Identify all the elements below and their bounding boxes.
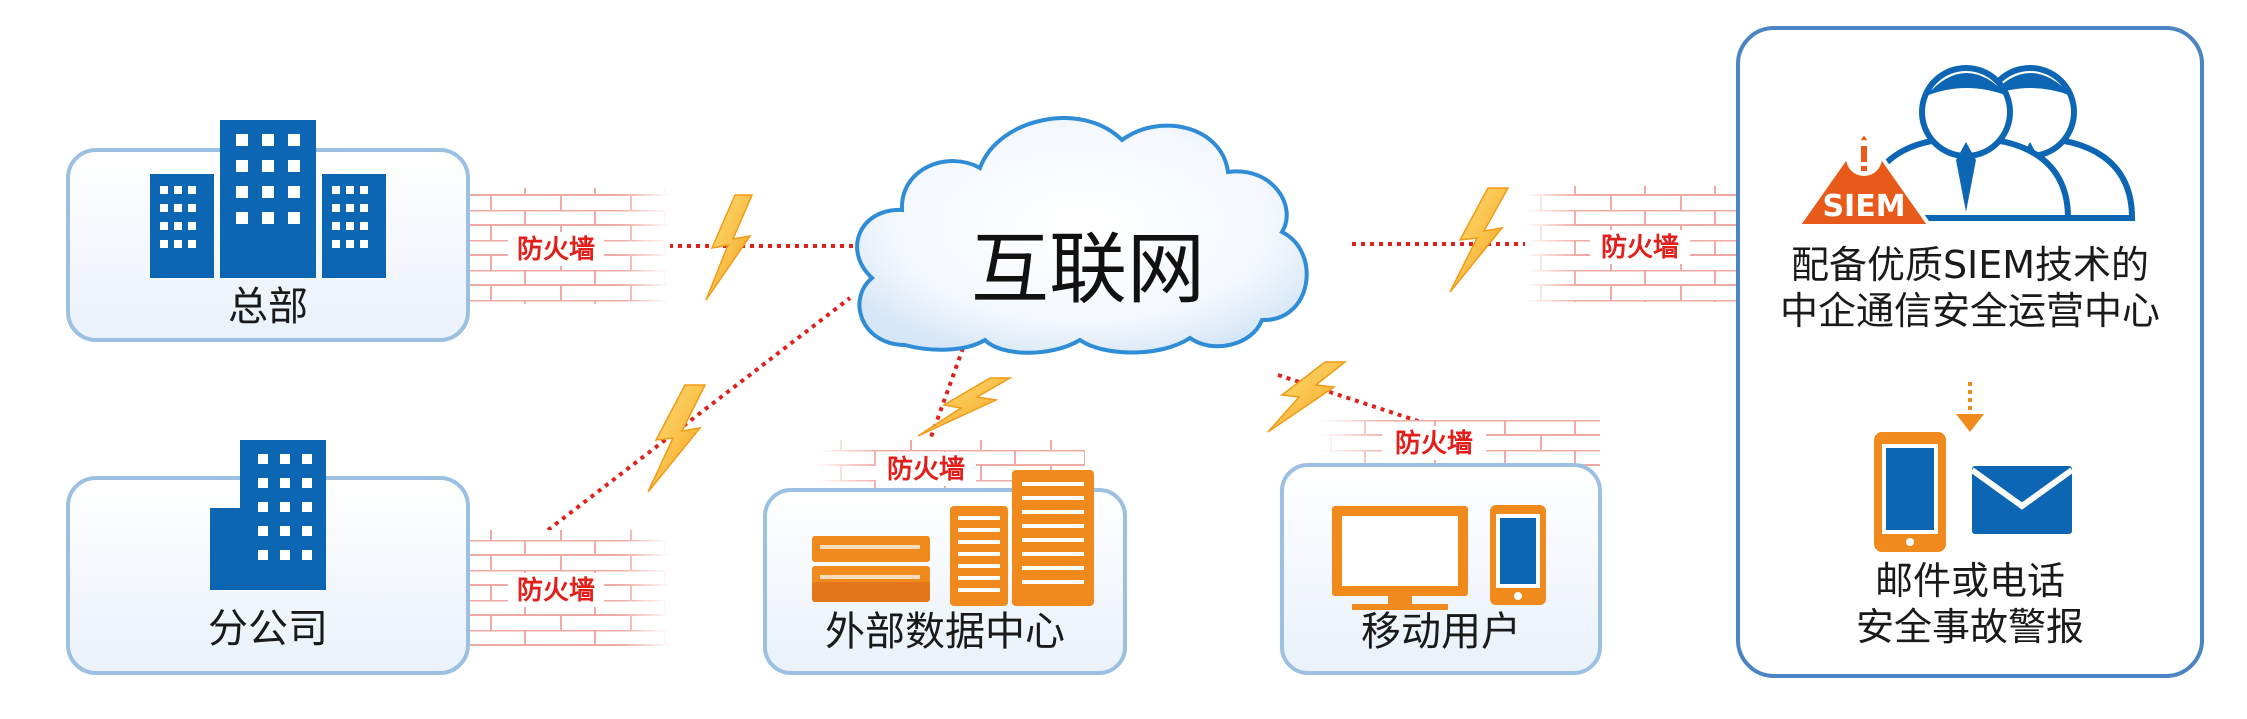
monitor-icon — [1332, 506, 1468, 610]
firewall-datacenter-label: 防火墙 — [887, 455, 965, 485]
datacenter-node[interactable]: 外部数据中心 — [763, 470, 1127, 675]
security-analysts-icon — [1862, 65, 2136, 221]
firewall-hq-label: 防火墙 — [517, 235, 595, 265]
siem-warning-icon: SIEM — [1796, 130, 1932, 228]
hq-label: 总部 — [228, 284, 308, 330]
link-branch — [546, 296, 852, 532]
hq-node[interactable]: 总部 — [66, 120, 470, 342]
firewall-mobile-label: 防火墙 — [1395, 429, 1473, 459]
branch-node[interactable]: 分公司 — [66, 440, 470, 675]
soc-title-line1: 配备优质SIEM技术的 — [1791, 243, 2149, 287]
branch-label: 分公司 — [208, 606, 328, 652]
firewall-soc: 防火墙 — [1525, 186, 1740, 302]
siem-badge-label: SIEM — [1822, 189, 1905, 224]
phone-alert-icon — [1874, 432, 1946, 552]
server-rack-icon — [812, 470, 1094, 606]
firewall-branch: 防火墙 — [470, 530, 670, 646]
datacenter-label: 外部数据中心 — [825, 609, 1065, 655]
smartphone-icon — [1490, 505, 1546, 605]
lightning-icon-soc — [1449, 187, 1510, 293]
alert-line1: 邮件或电话 — [1875, 559, 2065, 603]
lightning-icons — [647, 187, 1510, 493]
email-alert-icon — [1970, 466, 2074, 534]
alert-arrow-icon — [1956, 382, 1984, 432]
lightning-icon-hq — [705, 194, 754, 301]
buildings-icon — [150, 120, 386, 278]
lightning-icon-datacenter — [917, 377, 1013, 437]
internet-cloud[interactable]: 互联网 — [855, 116, 1309, 355]
soc-title-line2: 中企通信安全运营中心 — [1780, 289, 2160, 333]
internet-label: 互联网 — [971, 225, 1205, 315]
lightning-icon-branch — [647, 384, 707, 493]
lightning-icon-mobile — [1267, 361, 1348, 433]
firewall-soc-label: 防火墙 — [1601, 233, 1679, 263]
firewall-mobile: 防火墙 — [1320, 420, 1600, 468]
soc-panel[interactable]: SIEM 配备优质SIEM技术的 中企通信安全运营中心 邮件或电话 安全事故警报 — [1736, 26, 2204, 678]
office-building-icon — [210, 440, 326, 590]
alert-line2: 安全事故警报 — [1856, 605, 2084, 649]
mobile-label: 移动用户 — [1361, 609, 1521, 655]
firewall-branch-label: 防火墙 — [517, 576, 595, 606]
mobile-node[interactable]: 移动用户 — [1280, 463, 1602, 675]
firewall-hq: 防火墙 — [470, 188, 670, 304]
